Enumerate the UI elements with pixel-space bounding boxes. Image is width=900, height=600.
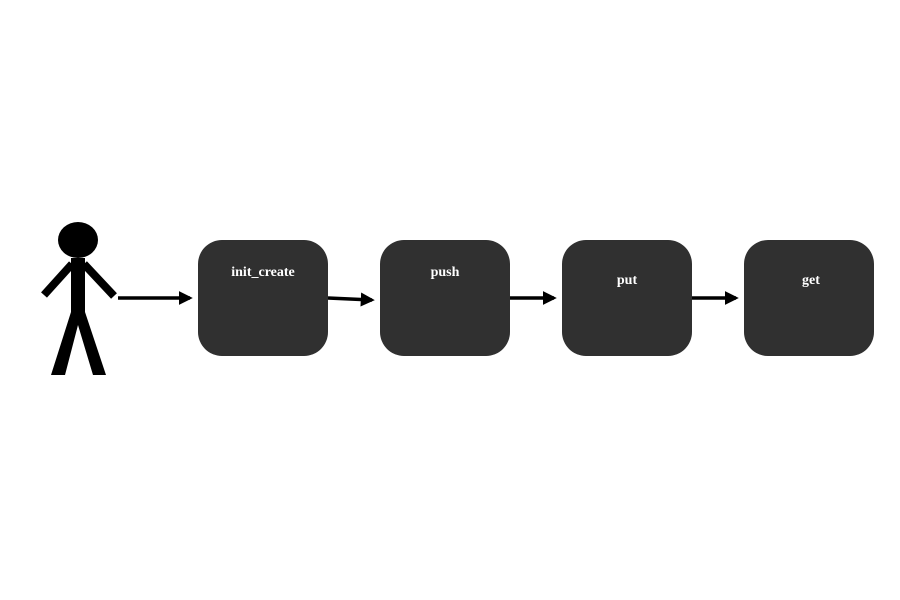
node-label: get: [802, 273, 820, 288]
node-box: [744, 240, 874, 356]
node-box: [198, 240, 328, 356]
node-put: put: [562, 240, 692, 356]
node-init-create: init_create: [198, 240, 328, 356]
node-label: put: [617, 273, 638, 288]
node-box: [380, 240, 510, 356]
node-push: push: [380, 240, 510, 356]
actor-legs: [51, 312, 106, 375]
arrow-init-create-to-push: [327, 292, 375, 307]
node-get: get: [744, 240, 874, 356]
actor-head: [58, 222, 98, 258]
actor-stick-figure-icon: [41, 222, 117, 375]
node-label: push: [431, 265, 460, 280]
actor-right-arm: [81, 261, 117, 299]
node-label: init_create: [231, 265, 295, 280]
actor-left-arm: [41, 261, 75, 298]
node-box: [562, 240, 692, 356]
